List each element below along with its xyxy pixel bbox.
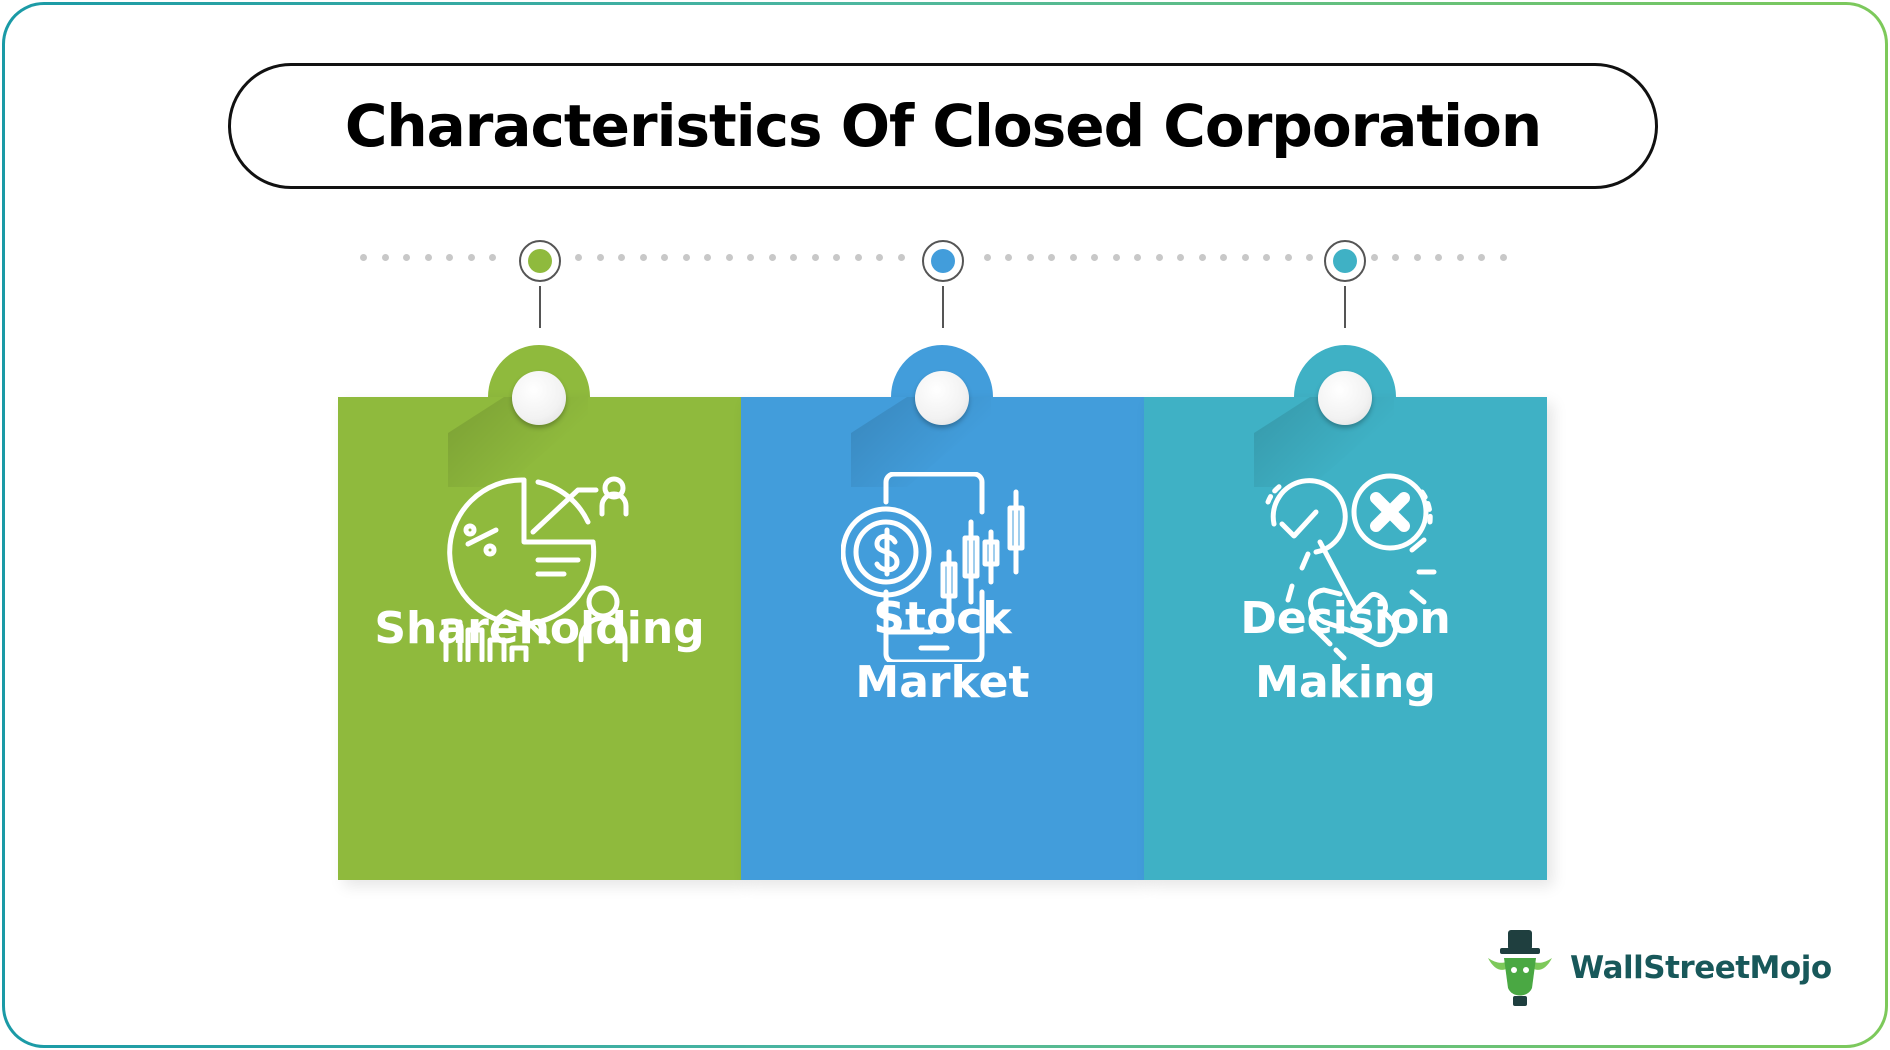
timeline-dot bbox=[360, 254, 367, 261]
timeline-dot bbox=[1413, 254, 1421, 261]
timeline-dot bbox=[1478, 254, 1485, 261]
timeline-dot bbox=[1392, 254, 1399, 261]
timeline-stem bbox=[1344, 286, 1346, 328]
timeline-node-shareholding bbox=[519, 240, 561, 282]
card-label: Decision Making bbox=[1144, 587, 1547, 715]
timeline-node-stock-market bbox=[922, 240, 964, 282]
pin-icon bbox=[915, 371, 969, 425]
title-banner: Characteristics Of Closed Corporation bbox=[228, 63, 1658, 189]
timeline-dot bbox=[1112, 254, 1120, 261]
timeline-dot bbox=[983, 254, 991, 261]
card-label: Stock Market bbox=[741, 587, 1144, 715]
card-label: Shareholding bbox=[374, 603, 705, 654]
timeline-dot bbox=[467, 254, 475, 261]
timeline-dot bbox=[854, 254, 862, 261]
wallstreetmojo-logo: WallStreetMojo bbox=[1480, 928, 1832, 1008]
timeline-dot bbox=[1306, 254, 1313, 261]
timeline-dot bbox=[876, 254, 883, 261]
timeline-dot bbox=[1091, 254, 1098, 261]
pin-icon bbox=[512, 371, 566, 425]
timeline-dot bbox=[897, 254, 905, 261]
timeline-dot bbox=[1284, 254, 1292, 261]
timeline-dot bbox=[596, 254, 604, 261]
timeline-dot bbox=[1220, 254, 1227, 261]
card-decision-making: Decision Making bbox=[1144, 345, 1547, 880]
timeline-dot bbox=[1241, 254, 1249, 261]
timeline-dot bbox=[381, 254, 389, 261]
timeline-dot bbox=[403, 254, 410, 261]
timeline-dot bbox=[747, 254, 754, 261]
card-label-line: Making bbox=[1255, 657, 1436, 708]
card-stock-market: Stock Market bbox=[741, 345, 1144, 880]
timeline-dot bbox=[768, 254, 776, 261]
timeline-dot bbox=[1134, 254, 1141, 261]
card-body bbox=[1144, 397, 1547, 880]
timeline-dot bbox=[1263, 254, 1270, 261]
pin-icon bbox=[1318, 371, 1372, 425]
timeline-node-decision-making bbox=[1324, 240, 1366, 282]
timeline-stem bbox=[539, 286, 541, 328]
card-body bbox=[741, 397, 1144, 880]
card-shareholding: Shareholding bbox=[338, 345, 741, 880]
timeline-dot bbox=[1198, 254, 1206, 261]
timeline-dot bbox=[725, 254, 733, 261]
timeline-dot bbox=[1370, 254, 1378, 261]
timeline-stem bbox=[942, 286, 944, 328]
timeline-dot bbox=[618, 254, 625, 261]
timeline-dot bbox=[489, 254, 496, 261]
timeline-dot bbox=[790, 254, 797, 261]
timeline-dot bbox=[1435, 254, 1442, 261]
timeline-dot bbox=[1069, 254, 1077, 261]
timeline-dot bbox=[639, 254, 647, 261]
bull-mascot-icon bbox=[1488, 930, 1552, 1006]
timeline-dot bbox=[1499, 254, 1507, 261]
timeline-dot bbox=[1177, 254, 1184, 261]
card-label-line: Market bbox=[855, 657, 1030, 708]
card-body bbox=[338, 397, 741, 880]
timeline-dot bbox=[704, 254, 711, 261]
page-title: Characteristics Of Closed Corporation bbox=[344, 92, 1542, 160]
timeline-dot bbox=[811, 254, 819, 261]
timeline-dot bbox=[1005, 254, 1012, 261]
timeline-dot bbox=[1456, 254, 1464, 261]
timeline-dot bbox=[1048, 254, 1055, 261]
phone-dollar-candlestick-icon bbox=[841, 472, 1025, 662]
brand-name: WallStreetMojo bbox=[1570, 950, 1832, 986]
check-cross-choice-icon bbox=[1265, 473, 1437, 661]
timeline-dot bbox=[833, 254, 840, 261]
timeline-dot bbox=[575, 254, 582, 261]
timeline-dot bbox=[682, 254, 690, 261]
timeline-dot bbox=[1026, 254, 1034, 261]
timeline-dot bbox=[446, 254, 453, 261]
timeline-dot bbox=[424, 254, 432, 261]
card-label-line: Stock bbox=[873, 593, 1012, 644]
card-label-line: Decision bbox=[1240, 593, 1451, 644]
timeline-dot bbox=[661, 254, 668, 261]
pie-chart-people-icon bbox=[443, 476, 629, 662]
timeline-dot bbox=[1155, 254, 1163, 261]
timeline-dotted-line bbox=[360, 254, 1530, 264]
